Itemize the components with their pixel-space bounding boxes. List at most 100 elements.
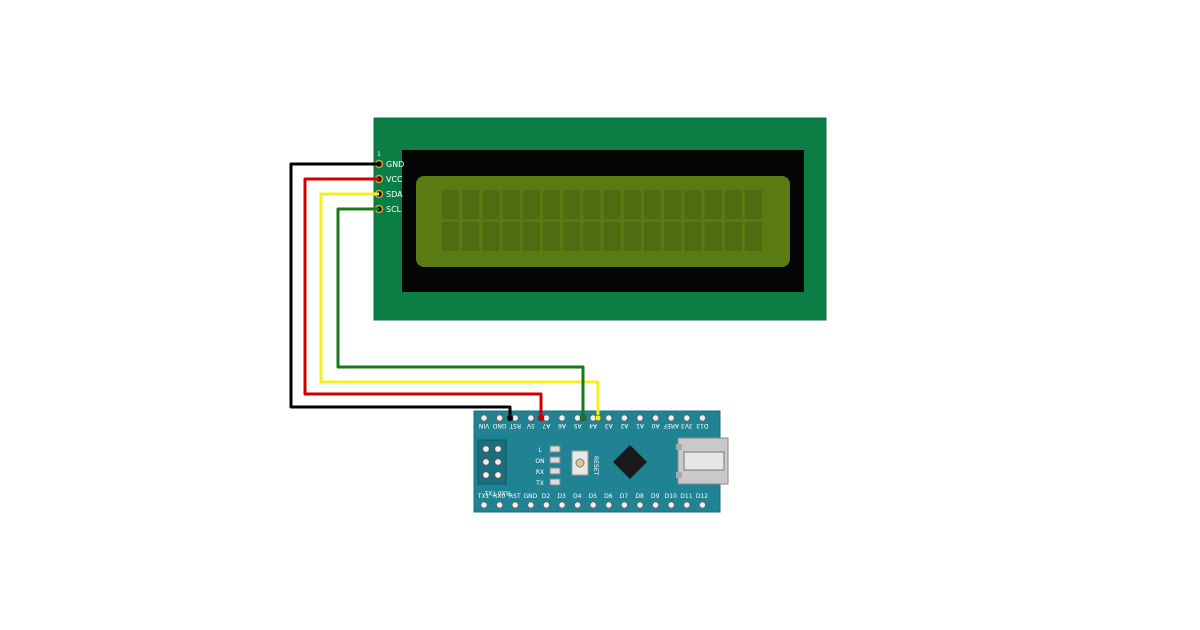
arduino-header-pin <box>605 414 613 422</box>
arduino-header-pin <box>527 414 535 422</box>
lcd-cell <box>563 222 581 251</box>
arduino-header-pin <box>667 414 675 422</box>
led-rx <box>549 467 561 475</box>
lcd-character-cells <box>442 190 762 251</box>
lcd-cell <box>522 190 540 219</box>
arduino-header-pin <box>683 501 691 509</box>
arduino-pin-label: D2 <box>542 493 551 500</box>
arduino-header-pin <box>698 414 707 422</box>
lcd-cell <box>644 222 661 251</box>
arduino-header-pin <box>651 414 660 422</box>
arduino-header-pin <box>683 414 691 422</box>
icsp-pin <box>482 445 490 453</box>
arduino-header-pin <box>480 501 488 509</box>
wires <box>289 162 602 422</box>
arduino-header-pin <box>495 501 504 509</box>
lcd-cell <box>745 190 762 219</box>
lcd-cell <box>442 222 459 251</box>
arduino-pin-label: A4 <box>589 422 597 429</box>
lcd-cell <box>664 222 682 251</box>
lcd-screen <box>416 176 790 267</box>
wire-end-vcc <box>537 414 545 422</box>
arduino-header-pin <box>651 501 660 509</box>
led-tx <box>549 478 561 486</box>
lcd-cell <box>543 222 560 251</box>
lcd-pin-one-marker: 1 <box>377 151 381 158</box>
arduino-header-pin <box>636 414 644 422</box>
reset-label: RESET <box>592 456 599 476</box>
arduino-header-pin <box>480 414 488 422</box>
arduino-pin-label: A1 <box>636 422 644 429</box>
icsp-pins <box>482 445 502 479</box>
arduino-pin-label: 5V <box>526 422 535 429</box>
lcd-cell <box>583 222 601 251</box>
lcd-pin-label: SCL <box>386 205 402 214</box>
lcd-cell <box>724 190 742 219</box>
arduino-header-pin <box>589 501 597 509</box>
led-label: L <box>538 447 542 454</box>
icsp-pin <box>482 471 490 479</box>
arduino-pin-label: D9 <box>651 493 660 500</box>
led-on <box>549 456 561 464</box>
arduino-pin-label: D10 <box>665 493 677 500</box>
lcd-cell <box>704 190 722 219</box>
led-label: RX <box>536 469 544 476</box>
wire-scl <box>336 207 585 418</box>
lcd-cell <box>603 190 621 219</box>
lcd-cell <box>644 190 661 219</box>
led-label: TX <box>535 480 544 487</box>
led-label: ON <box>535 458 544 465</box>
lcd-pin-label: SDA <box>386 190 403 199</box>
reset-button-cap <box>575 458 585 468</box>
microcontroller-chip <box>613 445 647 479</box>
arduino-header-pin <box>511 501 519 509</box>
arduino-pin-label: VIN <box>479 422 489 429</box>
lcd-cell <box>462 222 480 251</box>
icsp-pin <box>494 471 502 479</box>
lcd-cell <box>543 190 560 219</box>
arduino-pin-label: D5 <box>589 493 598 500</box>
arduino-pin-label: RST <box>509 493 521 500</box>
arduino-pin-label: D3 <box>557 493 566 500</box>
arduino-pin-label: D8 <box>635 493 644 500</box>
arduino-pin-label: GND <box>524 493 538 500</box>
arduino-header-pin <box>495 414 504 422</box>
lcd-cell <box>522 222 540 251</box>
lcd-cell <box>603 222 621 251</box>
lcd-cell <box>583 190 601 219</box>
arduino-header-pin <box>605 501 613 509</box>
arduino-leds: L ON RX TX <box>535 445 561 487</box>
arduino-header-pin <box>620 414 629 422</box>
icsp-pin <box>494 445 502 453</box>
arduino-pin-label: D13 <box>696 422 708 429</box>
icsp-pin <box>482 458 490 466</box>
arduino-pin-label: A0 <box>651 422 659 429</box>
lcd-cell <box>502 190 520 219</box>
usb-tab-bottom <box>676 472 682 478</box>
arduino-pin-label: A6 <box>558 422 566 429</box>
lcd-cell <box>684 222 702 251</box>
arduino-pin-label: D12 <box>696 493 708 500</box>
wire-gnd <box>289 162 512 418</box>
arduino-pin-label: RST <box>509 422 521 429</box>
usb-port <box>683 451 725 471</box>
arduino-pin-label: A7 <box>542 422 550 429</box>
arduino-pin-label: D7 <box>620 493 629 500</box>
arduino-pin-label: A5 <box>573 422 581 429</box>
arduino-pin-label: RX0 <box>493 493 505 500</box>
lcd-cell <box>664 190 682 219</box>
lcd-cell <box>502 222 520 251</box>
lcd-cell <box>745 222 762 251</box>
icsp-pin <box>494 458 502 466</box>
arduino-header-pin <box>558 501 566 509</box>
lcd-cell <box>482 190 500 219</box>
arduino-header-pin <box>558 414 566 422</box>
arduino-pin-label: D4 <box>573 493 582 500</box>
arduino-header-pin <box>527 501 535 509</box>
arduino-header-pin <box>620 501 629 509</box>
wire-sda <box>319 192 600 418</box>
